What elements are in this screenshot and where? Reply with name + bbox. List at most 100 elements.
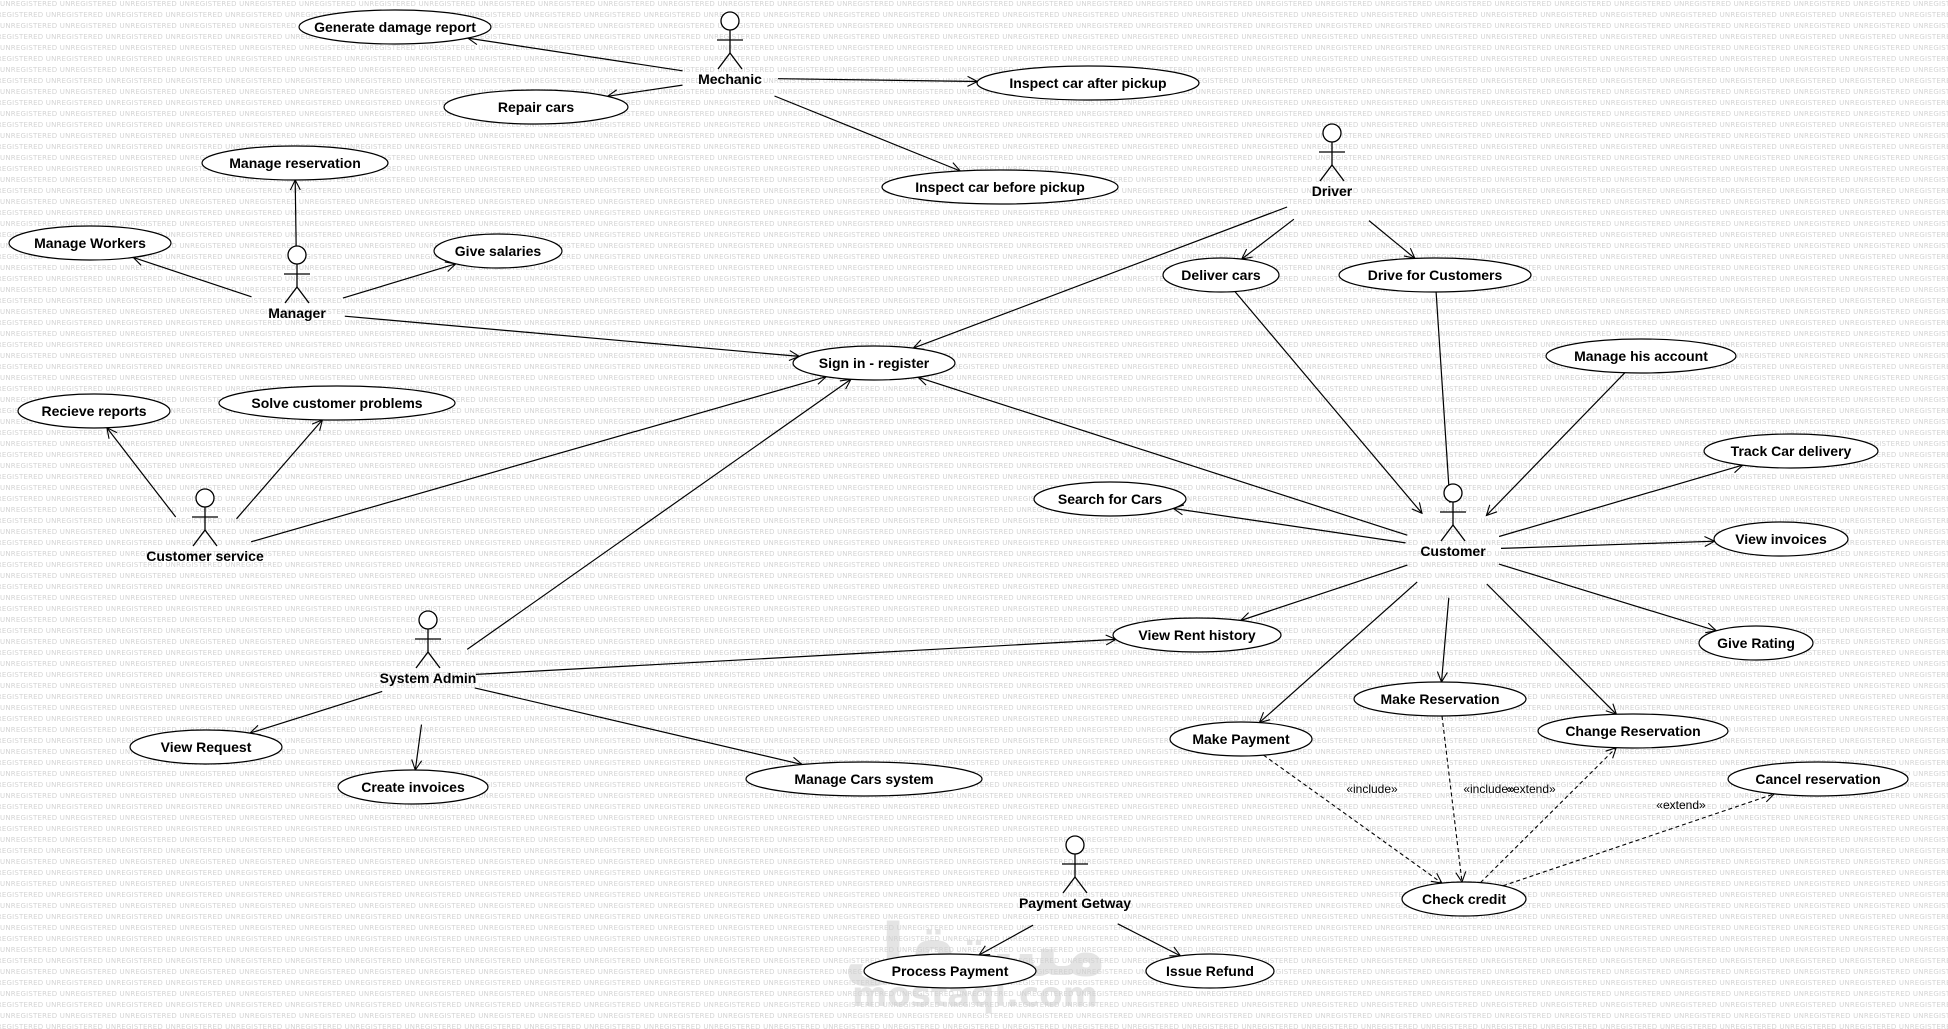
use-case-manage-reservation[interactable]: Manage reservation [201, 145, 389, 181]
use-case-ellipse [976, 65, 1200, 101]
use-case-ellipse [1703, 433, 1879, 469]
association-mechanic-to-generate-damage-report [468, 38, 683, 72]
association-manager-to-give-salaries [342, 264, 456, 299]
use-case-cancel-reservation[interactable]: Cancel reservation [1727, 761, 1909, 797]
actor-label: Customer [1420, 543, 1486, 559]
stereotype-label: «include» [1463, 782, 1515, 796]
association-deliver-cars-to-customer [1234, 291, 1422, 514]
use-case-create-invoices[interactable]: Create invoices [337, 769, 489, 805]
use-case-ellipse [1713, 521, 1849, 557]
use-case-solve-customer-problems[interactable]: Solve customer problems [218, 385, 456, 421]
dependency-check-credit-to-change-reservation [1480, 748, 1617, 883]
association-mechanic-to-repair-cars [608, 84, 683, 96]
use-case-ellipse [1033, 481, 1187, 517]
actor-label: System Admin [380, 670, 477, 686]
use-case-ellipse [443, 89, 629, 125]
use-case-deliver-cars[interactable]: Deliver cars [1162, 257, 1280, 293]
association-system-admin-to-sign-in-register [466, 379, 851, 650]
actor-manager[interactable]: Manager [268, 245, 326, 321]
use-case-process-payment[interactable]: Process Payment [863, 953, 1037, 989]
association-customer-service-to-sign-in-register [250, 377, 826, 543]
use-case-change-reservation[interactable]: Change Reservation [1537, 713, 1729, 749]
association-system-admin-to-manage-cars-system [474, 687, 802, 765]
use-case-label: Deliver cars [1181, 267, 1261, 283]
actor-label: Manager [268, 305, 326, 321]
association-customer-to-make-reservation [1442, 597, 1450, 682]
use-case-label: Drive for Customers [1368, 267, 1503, 283]
actor-system-admin[interactable]: System Admin [380, 610, 477, 686]
actor-figure-icon [1440, 483, 1466, 542]
use-case-make-payment[interactable]: Make Payment [1169, 721, 1313, 757]
actor-payment-gateway[interactable]: Payment Getway [1019, 835, 1131, 911]
association-driver-to-drive-for-customers [1368, 220, 1415, 259]
use-case-sign-in-register[interactable]: Sign in - register [792, 345, 956, 381]
use-case-view-request[interactable]: View Request [129, 729, 283, 765]
use-case-label: Recieve reports [41, 403, 146, 419]
use-case-make-reservation[interactable]: Make Reservation [1353, 681, 1527, 717]
use-case-inspect-after-pickup[interactable]: Inspect car after pickup [976, 65, 1200, 101]
use-case-recieve-reports[interactable]: Recieve reports [17, 393, 171, 429]
association-customer-service-to-recieve-reports [107, 428, 177, 518]
use-case-label: View invoices [1735, 531, 1827, 547]
association-manager-to-manage-workers [133, 257, 252, 298]
use-case-give-salaries[interactable]: Give salaries [433, 233, 563, 269]
use-case-search-for-cars[interactable]: Search for Cars [1033, 481, 1187, 517]
use-case-ellipse [337, 769, 489, 805]
use-case-ellipse [1401, 881, 1527, 917]
use-case-view-rent-history[interactable]: View Rent history [1112, 617, 1282, 653]
association-manager-to-sign-in-register [344, 315, 800, 356]
use-case-label: Search for Cars [1058, 491, 1162, 507]
use-case-label: Generate damage report [314, 19, 476, 35]
actor-label: Driver [1312, 183, 1353, 199]
actor-figure-icon [192, 488, 218, 547]
use-case-track-car-delivery[interactable]: Track Car delivery [1703, 433, 1879, 469]
use-case-manage-cars-system[interactable]: Manage Cars system [745, 761, 983, 797]
use-case-ellipse [201, 145, 389, 181]
use-case-inspect-before-pickup[interactable]: Inspect car before pickup [881, 169, 1119, 205]
use-case-manage-his-account[interactable]: Manage his account [1545, 338, 1737, 374]
use-case-label: Inspect car after pickup [1009, 75, 1166, 91]
use-case-label: Inspect car before pickup [915, 179, 1085, 195]
use-case-ellipse [298, 9, 492, 45]
actor-figure-icon [1062, 835, 1088, 894]
use-case-label: Process Payment [892, 963, 1009, 979]
actor-customer[interactable]: Customer [1420, 483, 1486, 559]
use-case-label: Change Reservation [1565, 723, 1700, 739]
actor-figure-icon [1319, 123, 1345, 182]
use-case-give-rating[interactable]: Give Rating [1698, 625, 1814, 661]
use-case-ellipse [218, 385, 456, 421]
association-customer-to-give-rating [1498, 563, 1716, 631]
actor-driver[interactable]: Driver [1312, 123, 1353, 199]
use-case-ellipse [1537, 713, 1729, 749]
use-case-ellipse [8, 225, 172, 261]
use-case-label: Give Rating [1717, 635, 1795, 651]
use-case-drive-for-customers[interactable]: Drive for Customers [1338, 257, 1532, 293]
use-case-generate-damage-report[interactable]: Generate damage report [298, 9, 492, 45]
actor-mechanic[interactable]: Mechanic [698, 11, 762, 87]
use-case-check-credit[interactable]: Check credit [1401, 881, 1527, 917]
association-mechanic-to-inspect-after-pickup [777, 79, 978, 82]
association-customer-to-view-rent-history [1241, 564, 1408, 620]
use-case-ellipse [745, 761, 983, 797]
actor-figure-icon [717, 11, 743, 70]
use-case-label: Sign in - register [819, 355, 930, 371]
use-case-manage-workers[interactable]: Manage Workers [8, 225, 172, 261]
association-customer-to-view-invoices [1500, 541, 1715, 549]
actor-label: Customer service [146, 548, 264, 564]
association-payment-gateway-to-process-payment [979, 924, 1034, 955]
association-driver-to-deliver-cars [1242, 218, 1295, 259]
use-case-ellipse [129, 729, 283, 765]
actor-figure-icon [415, 610, 441, 669]
use-case-issue-refund[interactable]: Issue Refund [1145, 953, 1275, 989]
use-case-repair-cars[interactable]: Repair cars [443, 89, 629, 125]
use-case-view-invoices[interactable]: View invoices [1713, 521, 1849, 557]
actor-label: Payment Getway [1019, 895, 1131, 911]
association-drive-for-customers-to-customer [1435, 291, 1450, 502]
stereotype-label: «include» [1346, 782, 1398, 796]
dependency-make-payment-to-check-credit [1263, 754, 1442, 883]
use-case-label: Issue Refund [1166, 963, 1254, 979]
association-customer-to-make-payment [1259, 581, 1418, 723]
association-system-admin-to-view-rent-history [475, 639, 1116, 675]
actor-customer-service[interactable]: Customer service [146, 488, 264, 564]
